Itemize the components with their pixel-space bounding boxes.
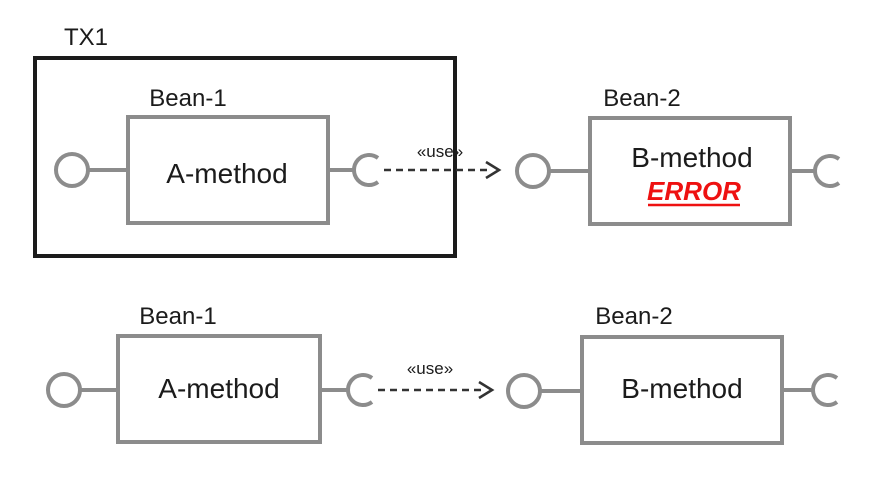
top-use-stereotype-label: «use» <box>417 142 463 161</box>
top-bean2-component: Bean-2 B-method ERROR <box>515 85 841 226</box>
bottom-bean2-required-socket-icon <box>811 373 839 407</box>
tx1-boundary-rect <box>33 56 457 258</box>
top-bean2-error-label: ERROR <box>647 176 741 206</box>
top-bean2-provided-interface-icon <box>515 153 551 189</box>
top-use-dependency: «use» <box>384 142 502 180</box>
top-bean1-rect <box>126 115 330 225</box>
top-bean1-component: Bean-1 A-method <box>54 85 380 225</box>
bottom-row: Bean-1 A-method «use» Bean-2 B-met <box>46 303 839 445</box>
bottom-bean2-name-label: Bean-2 <box>595 303 672 330</box>
bottom-bean2-provided-interface-icon <box>506 373 542 409</box>
bottom-bean2-rect <box>580 335 784 445</box>
bottom-use-dependency: «use» <box>378 359 495 400</box>
bottom-bean1-name-label: Bean-1 <box>139 303 216 330</box>
top-bean1-provided-interface-icon <box>54 152 90 188</box>
top-bean1-name-label: Bean-1 <box>149 85 226 112</box>
tx1-boundary-label: TX1 <box>64 24 108 51</box>
bottom-use-arrowhead-icon <box>478 380 495 400</box>
bottom-bean2-method-label: B-method <box>621 373 742 404</box>
bottom-bean1-method-label: A-method <box>158 373 279 404</box>
top-bean2-name-label: Bean-2 <box>603 85 680 112</box>
bottom-bean1-required-socket-icon <box>346 373 374 407</box>
bottom-bean1-provided-interface-icon <box>46 372 82 408</box>
bottom-use-stereotype-label: «use» <box>407 359 453 378</box>
top-bean2-method-label: B-method <box>631 142 752 173</box>
bottom-bean2-component: Bean-2 B-method <box>506 303 839 445</box>
bottom-bean1-rect <box>116 334 322 444</box>
top-bean1-required-socket-icon <box>352 153 380 187</box>
top-bean2-rect <box>588 116 792 226</box>
top-bean2-required-socket-icon <box>813 154 841 188</box>
top-row: TX1 Bean-1 A-method «use» <box>33 24 841 258</box>
bottom-bean1-component: Bean-1 A-method <box>46 303 374 444</box>
top-use-arrowhead-icon <box>485 160 502 180</box>
top-bean1-method-label: A-method <box>166 158 287 189</box>
